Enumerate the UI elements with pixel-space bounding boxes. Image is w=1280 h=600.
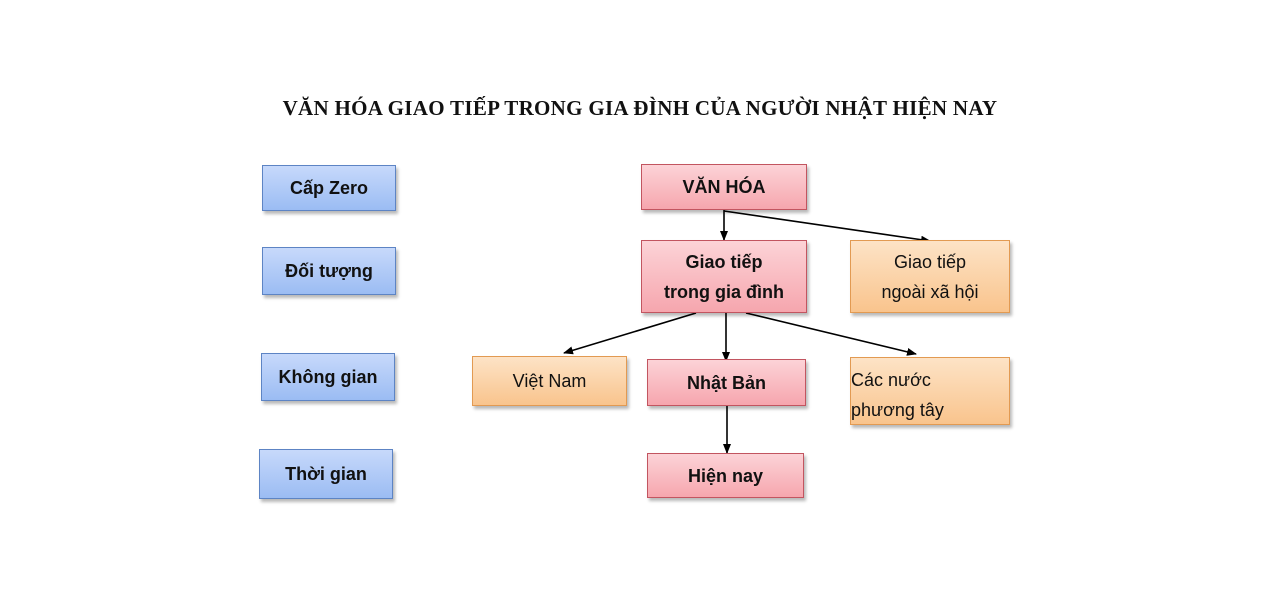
node-label-line2: trong gia đình bbox=[664, 281, 784, 302]
node-viet-nam: Việt Nam bbox=[472, 356, 627, 406]
node-giao-tiep-gia-dinh: Giao tiếp trong gia đình bbox=[641, 240, 807, 313]
edge-giadinh-vietnam bbox=[563, 312, 697, 355]
node-nhat-ban: Nhật Bản bbox=[647, 359, 806, 406]
level-thoi-gian: Thời gian bbox=[259, 449, 393, 499]
node-label: Nhật Bản bbox=[686, 372, 766, 393]
level-label: Đối tượng bbox=[285, 261, 373, 281]
edge-vanhoa-xahoi bbox=[723, 210, 931, 244]
node-cac-nuoc-phuong-tay: Các nước phương tây bbox=[850, 357, 1010, 425]
level-khong-gian: Không gian bbox=[261, 353, 395, 401]
node-label-line2: phương tây bbox=[851, 399, 944, 420]
node-label: Hiện nay bbox=[687, 465, 764, 486]
node-label-line1: Giao tiếp bbox=[685, 251, 763, 272]
node-label: VĂN HÓA bbox=[682, 177, 766, 197]
node-label-line1: Giao tiếp bbox=[893, 251, 967, 272]
node-hien-nay: Hiện nay bbox=[647, 453, 804, 498]
node-van-hoa: VĂN HÓA bbox=[641, 164, 807, 210]
page-title: VĂN HÓA GIAO TIẾP TRONG GIA ĐÌNH CỦA NGƯ… bbox=[282, 96, 998, 120]
level-label: Cấp Zero bbox=[289, 178, 368, 198]
level-doi-tuong: Đối tượng bbox=[262, 247, 396, 295]
level-cap-zero: Cấp Zero bbox=[262, 165, 396, 211]
level-label: Không gian bbox=[278, 367, 378, 387]
node-giao-tiep-xa-hoi: Giao tiếp ngoài xã hội bbox=[850, 240, 1010, 313]
edge-giadinh-cacnuoc bbox=[745, 312, 917, 356]
node-label-line2: ngoài xã hội bbox=[881, 281, 979, 302]
node-label-line1: Các nước bbox=[851, 369, 931, 390]
node-label: Việt Nam bbox=[512, 371, 587, 391]
level-label: Thời gian bbox=[285, 464, 367, 484]
